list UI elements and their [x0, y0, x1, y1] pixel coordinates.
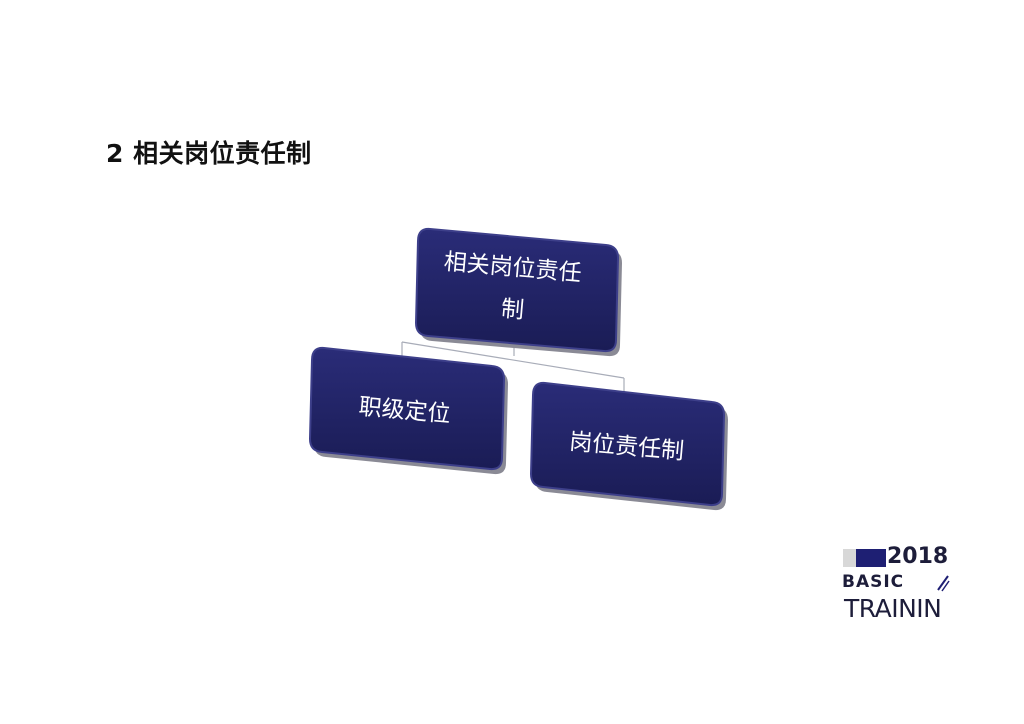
- logo-word-basic: BASIC: [842, 572, 905, 592]
- basic-training-logo: 2018 BASIC TRAININ: [840, 544, 960, 628]
- logo-slash-icon: [937, 575, 950, 592]
- logo-word-training: TRAININ: [844, 594, 942, 623]
- logo-bar-light: [843, 549, 856, 567]
- root-node-label-line2: 制: [500, 296, 525, 324]
- logo-year: 2018: [887, 544, 949, 569]
- child-node-2: 岗位责任制: [529, 381, 728, 511]
- logo-bar-dark: [856, 549, 886, 567]
- child-node-1: 职级定位: [308, 346, 508, 475]
- root-node: 相关岗位责任 制: [414, 227, 622, 357]
- slide-title: 2 相关岗位责任制: [106, 139, 312, 168]
